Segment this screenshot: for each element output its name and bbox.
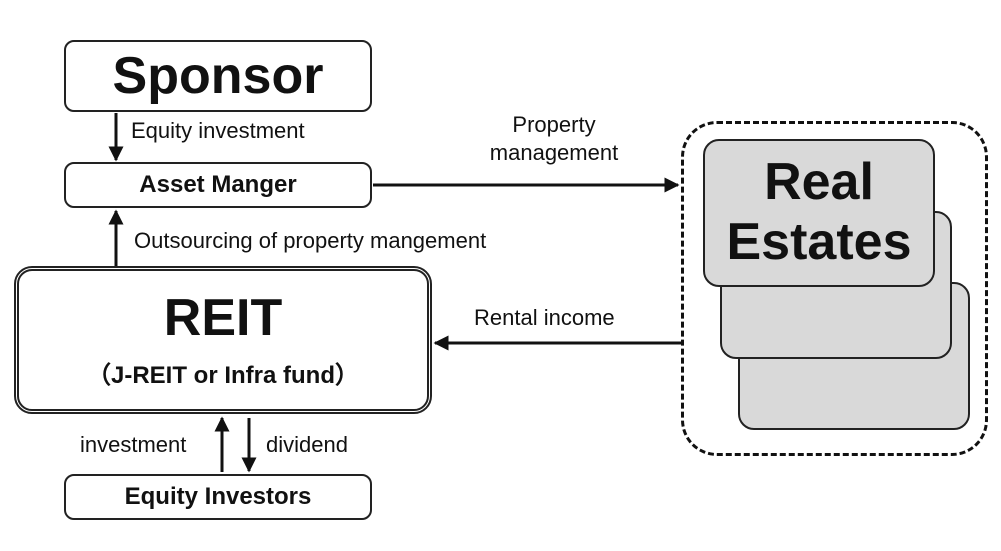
- sponsor-box: Sponsor: [64, 40, 372, 112]
- real-estates-group: [681, 121, 988, 456]
- asset-manager-label: Asset Manger: [139, 171, 297, 198]
- sponsor-label: Sponsor: [112, 47, 324, 105]
- equity-investors-label: Equity Investors: [124, 483, 312, 510]
- reit-subtitle: （J-REIT or Infra fund）: [87, 362, 359, 390]
- real-estate-card-front: Real Estates: [703, 139, 935, 287]
- equity-investors-box: Equity Investors: [64, 474, 372, 520]
- property-management-label-line1: Property: [512, 112, 596, 137]
- reit-title: REIT: [163, 288, 283, 347]
- dividend-label: dividend: [266, 432, 348, 457]
- real-estates-label-line1: Real: [764, 153, 874, 212]
- equity-investment-label: Equity investment: [131, 118, 305, 143]
- rental-income-label: Rental income: [474, 305, 615, 330]
- investment-label: investment: [80, 432, 187, 457]
- reit-box: REIT （J-REIT or Infra fund）: [14, 266, 432, 414]
- asset-manager-box: Asset Manger: [64, 162, 372, 208]
- property-management-label-line2: management: [489, 140, 619, 165]
- real-estates-label-line2: Estates: [726, 213, 912, 271]
- outsourcing-label: Outsourcing of property mangement: [134, 228, 487, 253]
